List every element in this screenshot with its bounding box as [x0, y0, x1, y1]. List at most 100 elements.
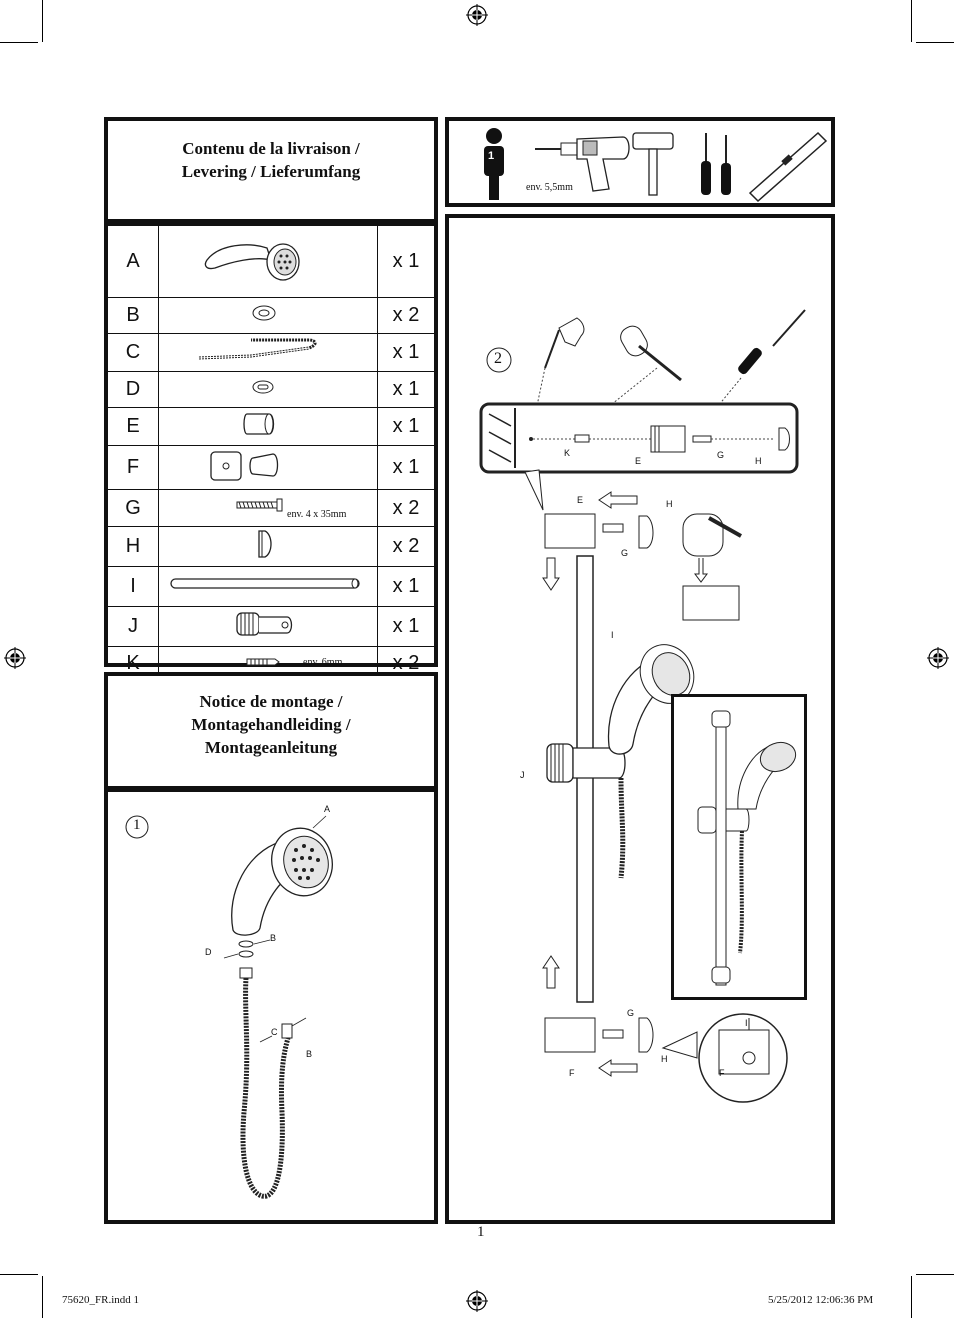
crop-mark — [42, 0, 43, 42]
part-letter: A — [108, 226, 159, 298]
product-inset-box — [671, 694, 807, 1000]
instructions-title-line: Montagehandleiding / — [191, 715, 351, 734]
part-letter: F — [108, 445, 159, 490]
part-note: env. 6mm — [303, 657, 343, 668]
label-i: I — [611, 630, 614, 640]
parts-row: G env. 4 x 35mm x 2 — [108, 489, 434, 527]
part-letter: I — [108, 566, 159, 607]
step-number: 2 — [494, 350, 502, 367]
step1-box: 1 A B D C B — [104, 788, 438, 1224]
parts-row: C x 1 — [108, 333, 434, 372]
parts-row: I x 1 — [108, 566, 434, 607]
instructions-title-line: Montageanleitung — [204, 738, 338, 757]
cap-icon — [258, 530, 272, 558]
part-illustration — [158, 445, 378, 490]
hand-shower-assembly-icon — [223, 815, 333, 1199]
parts-row: F x 1 — [108, 445, 434, 490]
label-i: I — [745, 1018, 748, 1028]
contents-title-line: Levering / Lieferumfang — [181, 162, 361, 181]
part-letter: H — [108, 526, 159, 567]
part-quantity: x 1 — [377, 445, 434, 490]
spirit-level-icon — [748, 131, 828, 203]
part-letter: D — [108, 371, 159, 408]
part-letter: G — [108, 489, 159, 527]
contents-title-line: Contenu de la livraison / — [182, 139, 360, 158]
part-quantity: x 1 — [377, 606, 434, 647]
step-number: 1 — [133, 817, 141, 833]
part-quantity: x 2 — [377, 297, 434, 334]
washer-icon — [252, 305, 276, 321]
label-d: D — [205, 947, 212, 957]
label-f: F — [719, 1068, 725, 1078]
parts-row: B x 2 — [108, 297, 434, 334]
label-e: E — [635, 456, 642, 466]
label-b: B — [306, 1049, 313, 1059]
part-quantity: x 1 — [377, 371, 434, 408]
label-f: F — [569, 1068, 575, 1078]
part-illustration — [158, 606, 378, 647]
instructions-title-line: Notice de montage / — [199, 692, 343, 711]
bracket-icon — [243, 413, 275, 435]
label-j: J — [520, 770, 525, 780]
mounted-shower-icon — [697, 710, 797, 986]
tools-box: 1 env. 5,5mm — [445, 117, 835, 207]
hammer-icon — [632, 132, 674, 196]
part-illustration — [158, 226, 378, 298]
registration-mark-icon — [4, 647, 26, 669]
part-letter: E — [108, 407, 159, 446]
label-g: G — [627, 1008, 635, 1018]
parts-table: A x 1 B x 2 C — [108, 226, 434, 680]
crop-mark — [0, 1274, 38, 1275]
step2-box: 2 — [445, 214, 835, 1224]
drill-note: env. 5,5mm — [526, 182, 573, 193]
step2-assembly-illustration — [479, 309, 806, 1103]
label-e: E — [577, 495, 584, 505]
label-a: A — [324, 804, 331, 814]
screw-icon — [236, 498, 283, 512]
label-b: B — [270, 933, 277, 943]
crop-mark — [0, 42, 38, 43]
label-g: G — [717, 450, 725, 460]
hand-shower-icon — [204, 243, 300, 281]
part-quantity: x 1 — [377, 333, 434, 372]
footer-date: 5/25/2012 12:06:36 PM — [768, 1294, 874, 1306]
page-number: 1 — [477, 1224, 485, 1240]
crop-mark — [916, 42, 954, 43]
person-icon — [484, 128, 504, 200]
label-k: K — [564, 448, 571, 458]
label-c: C — [271, 1027, 278, 1037]
part-illustration — [158, 333, 378, 372]
part-letter: B — [108, 297, 159, 334]
crop-mark — [911, 0, 912, 42]
crop-mark — [911, 1276, 912, 1318]
part-quantity: x 1 — [377, 566, 434, 607]
instructions-title-box: Notice de montage / Montagehandleiding /… — [104, 672, 438, 790]
slide-rail-icon — [170, 578, 360, 589]
parts-table-box: A x 1 B x 2 C — [104, 222, 438, 680]
part-note: env. 4 x 35mm — [287, 509, 347, 520]
crop-mark — [42, 1276, 43, 1318]
part-letter: C — [108, 333, 159, 372]
part-quantity: x 1 — [392, 250, 420, 272]
step-number-badge — [125, 815, 149, 839]
wall-plug-icon — [246, 658, 280, 666]
step-number-badge — [486, 347, 512, 373]
part-quantity: x 2 — [377, 526, 434, 567]
crop-mark — [916, 1274, 954, 1275]
part-illustration — [158, 566, 378, 607]
footer-file: 75620_FR.indd 1 — [62, 1294, 140, 1306]
label-h: H — [666, 499, 673, 509]
part-letter: J — [108, 606, 159, 647]
registration-mark-icon — [927, 647, 949, 669]
registration-mark-icon — [466, 4, 488, 26]
parts-row: H x 2 — [108, 526, 434, 567]
part-illustration — [158, 371, 378, 408]
drill-icon — [535, 136, 630, 192]
person-count: 1 — [488, 150, 495, 162]
screwdriver-icon — [701, 133, 731, 195]
part-illustration — [158, 526, 378, 567]
label-h: H — [661, 1054, 668, 1064]
washer-icon — [252, 380, 274, 394]
label-g: G — [621, 548, 629, 558]
contents-title: Contenu de la livraison / Levering / Lie… — [108, 137, 434, 183]
